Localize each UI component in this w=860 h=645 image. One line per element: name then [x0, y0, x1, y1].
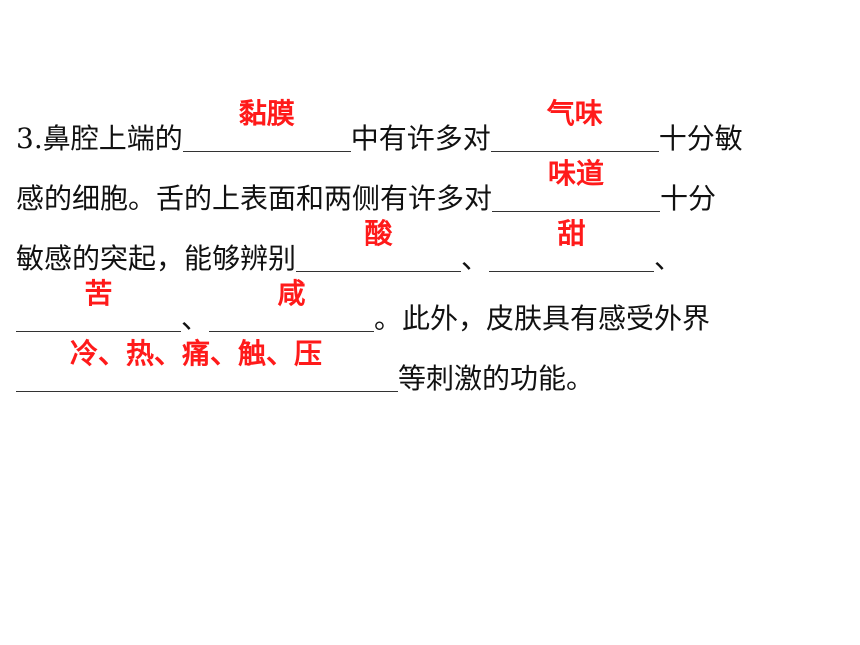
question-line-2: 感的细胞。舌的上表面和两侧有许多对 味道 十分 [16, 157, 717, 216]
line5-text-b: 等刺激的功能。 [398, 362, 595, 395]
answer-7: 咸 [277, 277, 306, 310]
answer-8: 冷、热、痛、触、压 [69, 337, 322, 370]
answer-2: 气味 [546, 97, 603, 130]
line1-text-c: 十分敏 [658, 122, 743, 155]
answer-5: 甜 [557, 217, 586, 250]
blank-6: 苦 [16, 277, 181, 332]
line1-text-a: 鼻腔上端的 [42, 122, 183, 155]
line2-text-a: 感的细胞。舌的上表面和两侧有许多对 [16, 182, 493, 215]
line2-text-b: 十分 [660, 182, 717, 215]
question-line-1: 3. 鼻腔上端的 黏膜 中有许多对 气味 十分敏 [16, 97, 743, 156]
line1-text-b: 中有许多对 [350, 122, 491, 155]
blank-3: 味道 [492, 157, 661, 212]
line3-text-c: 、 [654, 242, 683, 275]
question-line-5: 冷、热、痛、触、压 等刺激的功能。 [16, 337, 595, 396]
line3-text-b: 、 [461, 242, 490, 275]
answer-1: 黏膜 [238, 97, 295, 130]
question-number: 3. [16, 122, 43, 155]
question-line-3: 敏感的突起，能够辨别 酸 、 甜 、 [16, 217, 683, 276]
blank-1: 黏膜 [182, 97, 351, 152]
line3-text-a: 敏感的突起，能够辨别 [16, 242, 297, 275]
line4-text-b: 、 [181, 302, 210, 335]
answer-3: 味道 [548, 157, 605, 190]
blank-7: 咸 [209, 277, 375, 332]
blank-5: 甜 [489, 217, 655, 272]
answer-4: 酸 [364, 217, 393, 250]
answer-6: 苦 [84, 277, 113, 310]
blank-4: 酸 [296, 217, 462, 272]
blank-8: 冷、热、痛、触、压 [16, 337, 398, 392]
blank-2: 气味 [490, 97, 659, 152]
line4-text-c: 。此外，皮肤具有感受外界 [374, 302, 711, 335]
question-line-4: 苦 、 咸 。此外，皮肤具有感受外界 [16, 277, 711, 336]
